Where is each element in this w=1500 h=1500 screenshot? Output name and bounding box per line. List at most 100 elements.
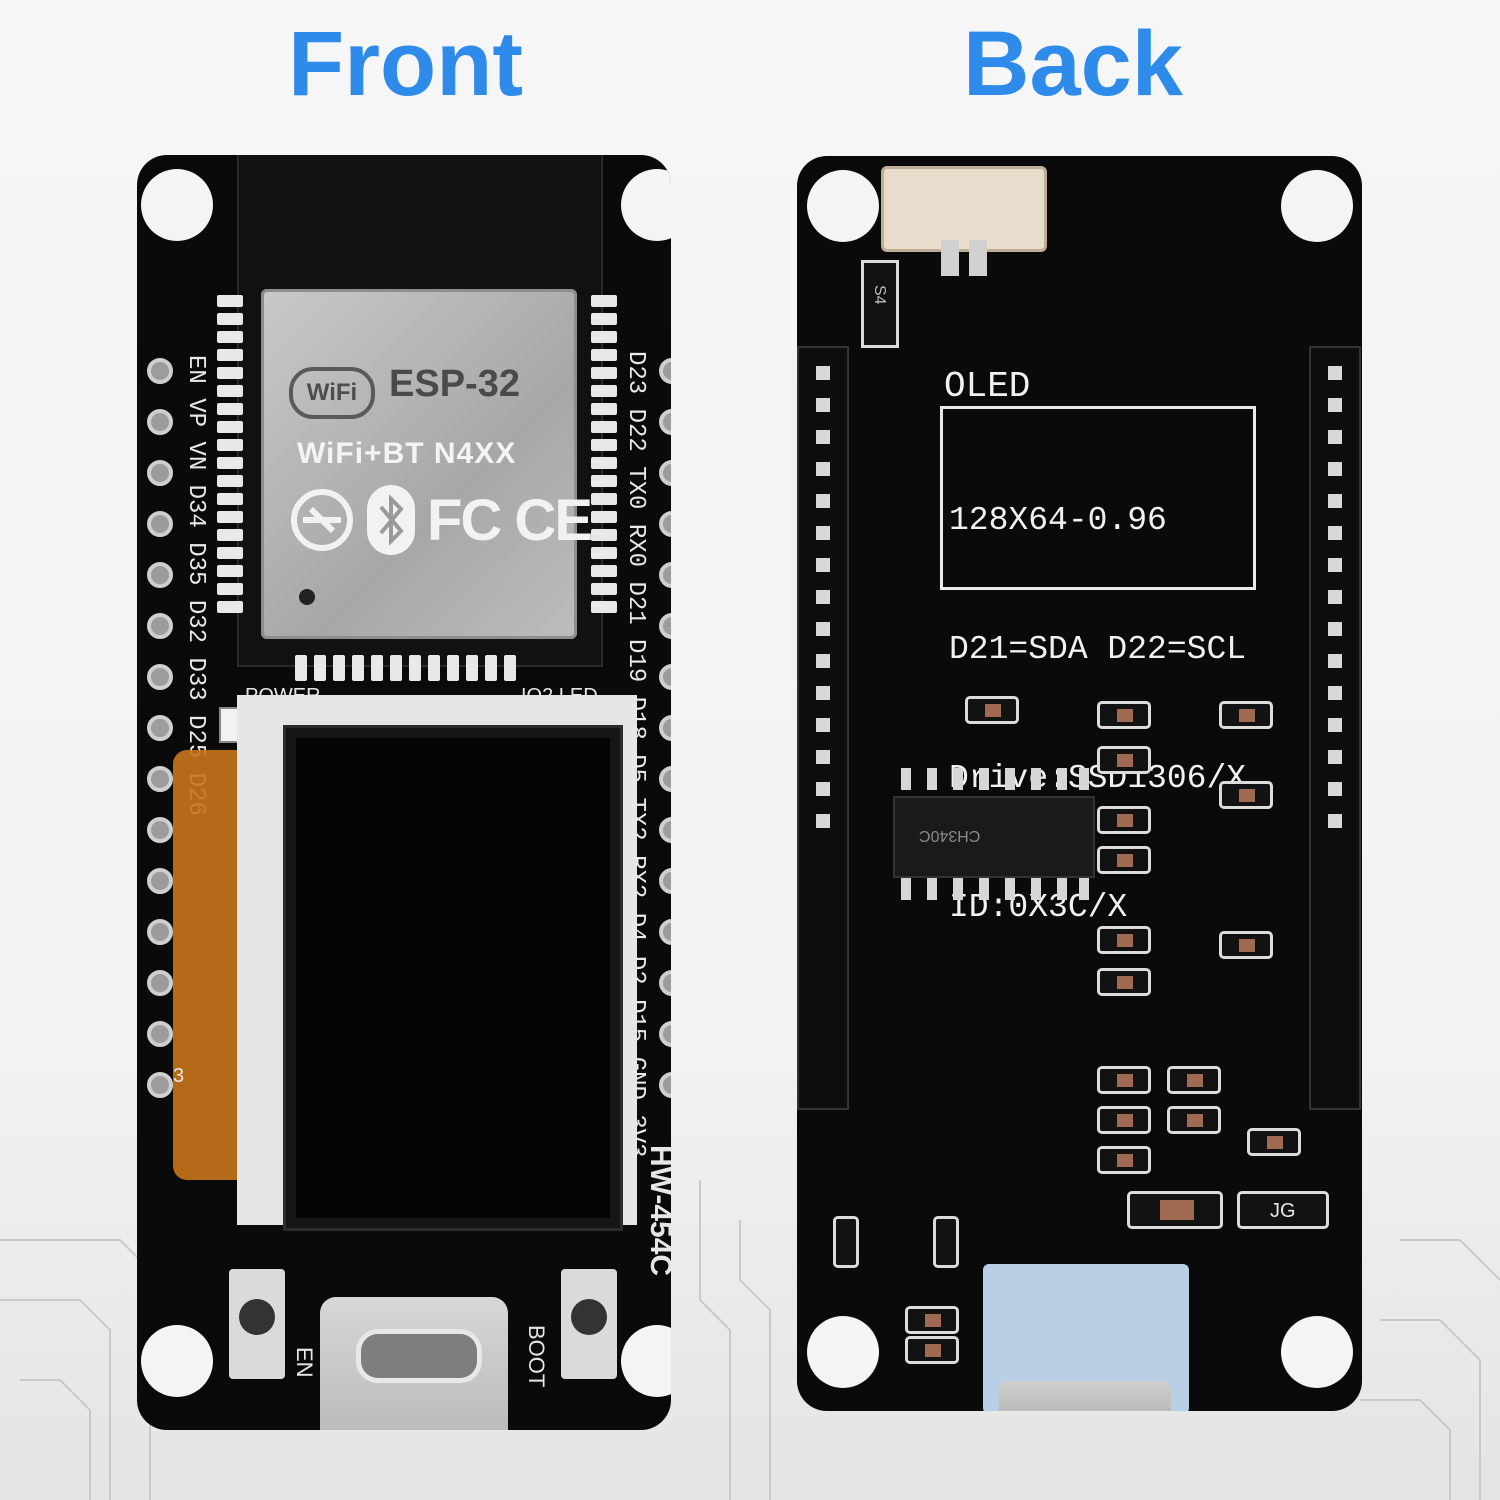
header-pin xyxy=(659,1072,671,1098)
smd-resistor xyxy=(1219,781,1273,809)
header-pin xyxy=(147,868,173,894)
smd-resistor xyxy=(905,1306,959,1334)
boot-button[interactable] xyxy=(561,1269,617,1379)
header-pin xyxy=(659,1021,671,1047)
smd-resistor xyxy=(1097,846,1151,874)
mounting-hole xyxy=(141,1325,213,1397)
header-pin xyxy=(147,562,173,588)
back-heading: Back xyxy=(963,13,1183,115)
smd-capacitor xyxy=(1097,1146,1151,1174)
header-pin xyxy=(659,664,671,690)
front-heading: Front xyxy=(288,13,524,115)
mounting-hole xyxy=(1281,170,1353,242)
header-pin xyxy=(147,511,173,537)
diode-marking: S4 xyxy=(871,285,888,305)
smd-capacitor xyxy=(1219,931,1273,959)
header-pin xyxy=(659,358,671,384)
header-pin xyxy=(147,460,173,486)
chip-marking: CH340C xyxy=(919,827,981,844)
bluetooth-icon xyxy=(367,485,415,555)
flex-number-left: 3 xyxy=(173,1065,185,1087)
left-pin-header-back xyxy=(797,346,849,1110)
wifi-logo-text: WiFi xyxy=(306,379,358,406)
header-pin xyxy=(147,766,173,792)
header-pin xyxy=(659,511,671,537)
oled-spec-line: D21=SDA D22=SCL xyxy=(949,631,1247,668)
left-pin-labels: EN VP VN D34 D35 D32 D33 D25 D26 xyxy=(182,355,209,816)
header-pin xyxy=(659,562,671,588)
oled-spec-line: 128X64-0.96 xyxy=(949,502,1167,539)
header-pin xyxy=(147,1021,173,1047)
header-pin xyxy=(147,1072,173,1098)
diode: S4 xyxy=(861,260,899,348)
smd-transistor xyxy=(833,1216,859,1268)
smd-capacitor xyxy=(1247,1128,1301,1156)
header-pin xyxy=(659,715,671,741)
smd-capacitor xyxy=(1167,1066,1221,1094)
fcc-ce-mark: FC CE xyxy=(427,487,593,553)
smd-capacitor xyxy=(1097,1106,1151,1134)
left-pin-header xyxy=(147,358,175,1123)
board-model-label: HW-454C xyxy=(644,1145,671,1277)
smd-resistor xyxy=(1097,1066,1151,1094)
smd-resistor xyxy=(1219,701,1273,729)
module-pads-bottom xyxy=(295,655,516,681)
smd-capacitor xyxy=(1097,701,1151,729)
mounting-hole xyxy=(621,1325,671,1397)
header-pin xyxy=(659,460,671,486)
smd-capacitor xyxy=(1167,1106,1221,1134)
telec-mark-icon xyxy=(291,489,353,551)
en-button[interactable] xyxy=(229,1269,285,1379)
smd-transistor xyxy=(933,1216,959,1268)
mounting-hole xyxy=(141,169,213,241)
connector-lead xyxy=(969,240,987,276)
header-pin xyxy=(659,613,671,639)
module-pads-left xyxy=(217,295,243,619)
header-pin xyxy=(659,817,671,843)
smd-inductor xyxy=(1127,1191,1223,1229)
header-pin xyxy=(659,409,671,435)
right-pin-header-back xyxy=(1309,346,1361,1110)
en-button-label: EN xyxy=(292,1347,317,1378)
smd-resistor xyxy=(1097,806,1151,834)
wifi-logo-icon: WiFi xyxy=(289,367,375,419)
module-subtitle: WiFi+BT N4XX xyxy=(297,437,517,470)
mounting-hole xyxy=(621,169,671,241)
header-pin xyxy=(147,358,173,384)
certification-marks: FC CE xyxy=(289,485,593,555)
smd-resistor xyxy=(905,1336,959,1364)
jg-label: JG xyxy=(1270,1200,1296,1222)
module-title: ESP-32 xyxy=(389,363,520,405)
battery-connector[interactable] xyxy=(881,166,1047,252)
mounting-hole xyxy=(807,1316,879,1388)
right-pin-header xyxy=(659,358,671,1123)
esp32-module xyxy=(261,289,577,639)
oled-spec-box: 128X64-0.96 D21=SDA D22=SCL Drive:SSD130… xyxy=(940,406,1256,926)
mounting-hole xyxy=(807,170,879,242)
smd-resistor xyxy=(1097,926,1151,954)
pin1-dot xyxy=(299,589,315,605)
header-pin xyxy=(659,970,671,996)
smd-capacitor xyxy=(965,696,1019,724)
header-pin xyxy=(147,409,173,435)
header-pin xyxy=(147,664,173,690)
header-pin xyxy=(659,919,671,945)
connector-lead xyxy=(941,240,959,276)
smd-regulator: JG xyxy=(1237,1191,1329,1229)
header-pin xyxy=(659,766,671,792)
mounting-hole xyxy=(1281,1316,1353,1388)
smd-capacitor xyxy=(1097,746,1151,774)
module-pads-right xyxy=(591,295,617,619)
smd-resistor xyxy=(1097,968,1151,996)
header-pin xyxy=(659,868,671,894)
oled-title: OLED xyxy=(944,366,1031,407)
oled-spec-line: ID:0X3C/X xyxy=(949,889,1128,926)
header-pin xyxy=(147,613,173,639)
header-pin xyxy=(147,919,173,945)
usb-serial-chip: CH340C xyxy=(893,796,1095,878)
usb-c-port[interactable] xyxy=(320,1297,508,1430)
front-pcb-board: WiFi ESP-32 WiFi+BT N4XX FC CE EN VP V xyxy=(137,155,671,1430)
usb-port-back[interactable] xyxy=(999,1381,1171,1411)
oled-screen xyxy=(283,725,623,1231)
header-pin xyxy=(147,817,173,843)
